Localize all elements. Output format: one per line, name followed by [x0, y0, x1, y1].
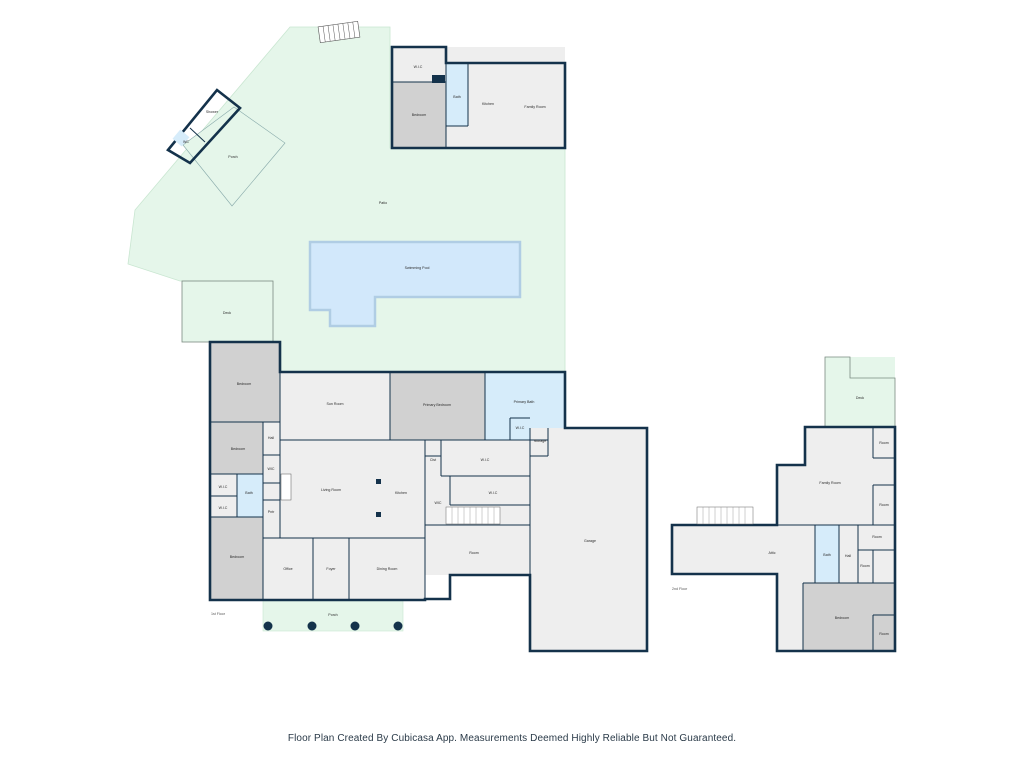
label-bedroom-1: Bedroom [237, 382, 252, 386]
label-wic-small: WIC [435, 501, 442, 505]
label-porch: Porch [228, 155, 237, 159]
label-bedroom-4: Bedroom [835, 616, 850, 620]
label-wc: WC [183, 140, 189, 144]
label-room-e: Room [879, 632, 889, 636]
label-bath-1: Bath [245, 491, 252, 495]
label-bath-guest: Bath [453, 95, 460, 99]
label-dining-room: Dining Room [377, 567, 398, 571]
label-primary-bath: Primary Bath [514, 400, 535, 404]
label-shower: Shower [206, 110, 219, 114]
label-deck-2: Deck [856, 396, 864, 400]
label-primary-bedroom: Primary Bedroom [423, 403, 451, 407]
label-attic: Attic [769, 551, 776, 555]
label-kitchen-guest: Kitchen [482, 102, 494, 106]
label-kitchen: Kitchen [395, 491, 407, 495]
footer-credit: Floor Plan Created By Cubicasa App. Meas… [287, 733, 737, 744]
deck-area [181, 280, 274, 343]
label-sun-room: Sun Room [327, 402, 344, 406]
label-wic-2: W.I.C [489, 491, 498, 495]
label-wic-a: W.I.C [219, 485, 228, 489]
label-room-d: Room [860, 564, 870, 568]
label-bedroom-2: Bedroom [231, 447, 246, 451]
label-first-floor: 1st Floor [211, 612, 226, 616]
label-office: Office [283, 567, 292, 571]
label-family-guest: Family Room [524, 105, 545, 109]
label-hall: Hall [268, 436, 274, 440]
label-swimming-pool: Swimming Pool [405, 266, 430, 270]
label-wic-b: W.I.C [219, 506, 228, 510]
label-closet: Clst [430, 458, 436, 462]
label-patio: Patio [379, 201, 387, 205]
label-garage: Garage [584, 539, 596, 543]
label-second-floor: 2nd Floor [672, 587, 688, 591]
swimming-pool [308, 240, 522, 328]
label-bedroom-3: Bedroom [230, 555, 245, 559]
label-wic-1: W.I.C [481, 458, 490, 462]
label-bedroom-guest: Bedroom [412, 113, 427, 117]
label-family-2: Family Room [819, 481, 840, 485]
label-room-a: Room [879, 441, 889, 445]
label-bath-2: Bath [823, 553, 830, 557]
deck-2-area [825, 357, 895, 427]
label-pantry: Pntr [268, 510, 275, 514]
front-porch-area [262, 599, 404, 632]
label-wic-guest: W.I.C [414, 65, 423, 69]
label-wic-primary: W.I.C [516, 426, 525, 430]
label-foyer: Foyer [326, 567, 336, 571]
porch-area [182, 106, 286, 207]
label-room-c: Room [872, 535, 882, 539]
label-living-room: Living Room [321, 488, 341, 492]
label-room-b: Room [879, 503, 889, 507]
label-hall-2: Hall [845, 554, 851, 558]
label-deck: Deck [223, 311, 231, 315]
label-storage: Storage [534, 439, 547, 443]
label-wic-hall: WIC [268, 467, 275, 471]
label-porch-front: Porch [328, 613, 337, 617]
label-room: Room [469, 551, 479, 555]
shower-wc-block [166, 88, 242, 165]
